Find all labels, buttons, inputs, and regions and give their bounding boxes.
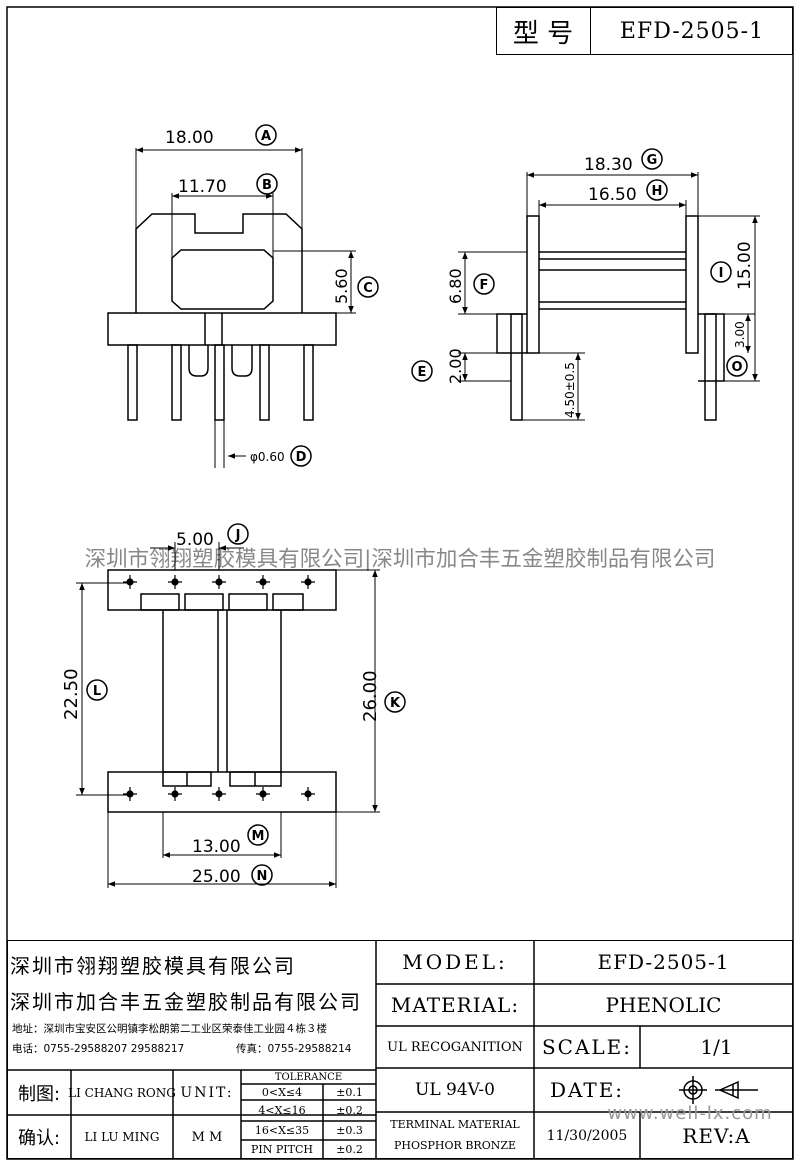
dim-m-value: 13.00	[192, 837, 241, 857]
scale-label: SCALE:	[541, 1035, 633, 1059]
dim-i-value: 15.00	[735, 241, 755, 290]
dim-c-letter: C	[363, 281, 373, 296]
unit-label: UNIT:	[180, 1084, 234, 1101]
pin-hole-crosshair	[168, 787, 182, 801]
tolerance-value: ±0.1	[336, 1085, 363, 1099]
watermark-site: www.well-lx.com	[607, 1102, 773, 1124]
date-label: DATE:	[549, 1078, 625, 1102]
front-view	[107, 147, 356, 468]
material-value: PHENOLIC	[605, 993, 722, 1017]
company-phone: 电话：0755-29588207 29588217	[12, 1042, 185, 1055]
drawing-frame	[6, 6, 794, 1160]
pin-hole-crosshair	[123, 575, 137, 589]
model-label: MODEL:	[402, 950, 508, 974]
watermark-text: 深圳市翎翔塑胶模具有限公司|深圳市加合丰五金塑胶制品有限公司	[85, 547, 716, 572]
dim-m-letter: M	[252, 829, 265, 844]
unit-value: M M	[191, 1129, 223, 1145]
dim-h-letter: H	[652, 184, 663, 199]
pin-hole-crosshair	[256, 787, 270, 801]
dim-a-value: 18.00	[165, 128, 214, 148]
header-model-value: EFD-2505-1	[619, 18, 765, 44]
dim-pin-length-value: 4.50±0.5	[563, 362, 577, 418]
projection-symbol-icon	[679, 1076, 758, 1104]
checked-by-label: 确认:	[17, 1128, 61, 1149]
pin-hole-crosshair	[212, 787, 226, 801]
tolerance-range: PIN PITCH	[251, 1143, 313, 1156]
dim-g-letter: G	[647, 153, 658, 168]
dim-o-letter: O	[731, 360, 742, 375]
date-value: 11/30/2005	[546, 1127, 628, 1144]
material-label: MATERIAL:	[390, 993, 520, 1017]
dim-e-letter: E	[418, 365, 427, 380]
dim-b-value: 11.70	[178, 177, 227, 197]
tolerance-range: 4<X≤16	[258, 1104, 306, 1117]
dim-c-value: 5.60	[332, 268, 351, 304]
dim-j-letter: J	[235, 528, 241, 543]
dim-k-value: 26.00	[360, 670, 381, 722]
tolerance-range: 16<X≤35	[254, 1124, 310, 1137]
dim-o-value: 3.00	[733, 321, 747, 348]
dim-n-value: 25.00	[192, 867, 241, 887]
dim-k-letter: K	[390, 696, 401, 711]
pin-hole-crosshair	[123, 787, 137, 801]
dim-b-letter: B	[262, 178, 272, 193]
pin-hole-crosshair	[212, 575, 226, 589]
dim-h-value: 16.50	[588, 185, 637, 205]
dim-a-letter: A	[261, 129, 271, 144]
front-pins	[127, 344, 314, 421]
tolerance-range: 0<X≤4	[261, 1085, 303, 1099]
header-model-label: 型 号	[496, 7, 591, 55]
tolerance-value: ±0.2	[336, 1104, 363, 1117]
dim-l-letter: L	[93, 684, 101, 699]
company-name-2: 深圳市加合丰五金塑胶制品有限公司	[10, 989, 362, 1014]
dim-f-letter: F	[480, 278, 489, 293]
side-view-labels: 18.30 G 16.50 H 15.00 I 6.80 F 2.00 E 4.…	[411, 148, 755, 418]
pin-hole-crosshair	[301, 575, 315, 589]
ul-value: UL 94V-0	[415, 1080, 495, 1100]
pin-hole-crosshair	[301, 787, 315, 801]
tolerance-value: ±0.3	[336, 1124, 363, 1137]
title-block	[7, 940, 793, 1159]
bottom-view-labels: 5.00 J 26.00 K 22.50 L 13.00 M 25.00 N	[61, 523, 406, 887]
model-value: EFD-2505-1	[597, 950, 730, 974]
company-address: 地址：深圳市宝安区公明镇李松朗第二工业区荣泰佳工业园４栋３楼	[12, 1022, 327, 1035]
dim-e-value: 2.00	[446, 348, 465, 384]
ul-label: UL RECOGANITION	[387, 1039, 523, 1055]
bottom-view	[76, 542, 380, 888]
dim-d-letter: D	[296, 450, 307, 465]
dim-l-value: 22.50	[61, 668, 82, 720]
revision: REV:A	[682, 1123, 751, 1148]
dim-j-value: 5.00	[176, 530, 214, 550]
company-name-1: 深圳市翎翔塑胶模具有限公司	[10, 953, 296, 978]
tolerance-header: TOLERANCE	[274, 1071, 343, 1083]
scale-value: 1/1	[700, 1035, 733, 1059]
pin-hole-crosshair	[256, 575, 270, 589]
front-view-labels: 18.00 A 11.70 B 5.60 C φ0.60 D	[165, 124, 379, 467]
drawn-by-value: LI CHANG RONG	[68, 1085, 176, 1100]
company-fax: 传真：0755-29588214	[236, 1042, 352, 1055]
dim-n-letter: N	[257, 869, 268, 884]
dim-f-value: 6.80	[446, 268, 465, 304]
header-model-box	[496, 7, 793, 55]
dim-d-value: φ0.60	[250, 450, 285, 464]
terminal-material-label: TERMINAL MATERIAL	[390, 1117, 520, 1131]
dim-i-letter: I	[719, 266, 724, 281]
pin-hole-crosshair	[168, 575, 182, 589]
dim-g-value: 18.30	[584, 155, 633, 175]
side-view	[458, 172, 760, 421]
drawn-by-label: 制图:	[17, 1083, 61, 1105]
bottom-view-pin-holes	[123, 575, 315, 801]
terminal-material-value: PHOSPHOR BRONZE	[393, 1138, 517, 1152]
tolerance-value: ±0.2	[336, 1143, 363, 1156]
checked-by-value: LI LU MING	[84, 1130, 160, 1144]
